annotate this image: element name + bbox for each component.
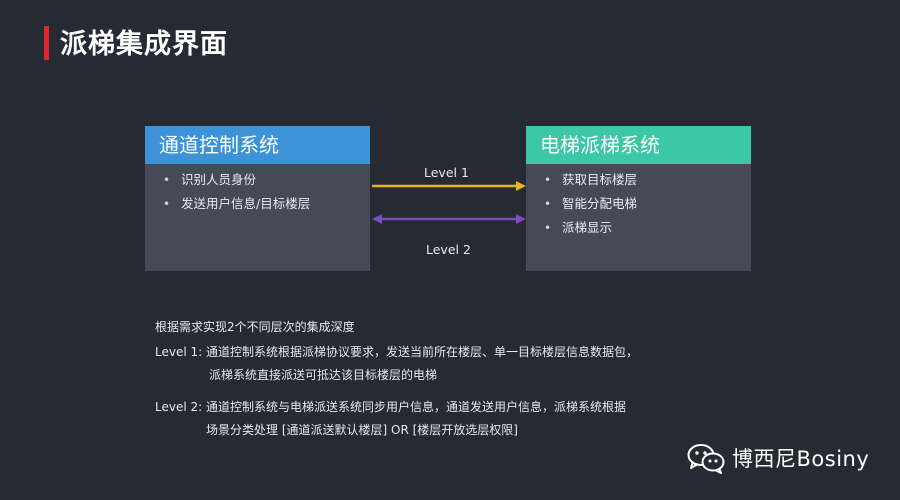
bullet-icon: • (163, 173, 171, 187)
list-item: • 智能分配电梯 (526, 192, 751, 216)
title-accent-bar (44, 26, 49, 60)
list-item-label: 智能分配电梯 (562, 196, 638, 211)
list-item-label: 派梯显示 (562, 220, 613, 235)
level2-arrowhead-left (372, 214, 382, 224)
elevator-dispatch-feature-list: • 获取目标楼层 • 智能分配电梯 • 派梯显示 (526, 164, 751, 240)
access-control-system-box: 通道控制系统 • 识别人员身份 • 发送用户信息/目标楼层 (145, 126, 370, 271)
list-item: • 获取目标楼层 (526, 168, 751, 192)
description-intro: 根据需求实现2个不同层次的集成深度 (155, 320, 355, 334)
level1-description-line1: Level 1: 通道控制系统根据派梯协议要求，发送当前所在楼层、单一目标楼层信… (155, 345, 638, 359)
level2-label: Level 2 (426, 242, 471, 257)
list-item: • 派梯显示 (526, 216, 751, 240)
list-item: • 识别人员身份 (145, 168, 370, 192)
list-item-label: 获取目标楼层 (562, 172, 638, 187)
access-control-system-title: 通道控制系统 (145, 126, 370, 164)
level1-label: Level 1 (424, 165, 469, 180)
bullet-icon: • (544, 221, 552, 235)
access-control-feature-list: • 识别人员身份 • 发送用户信息/目标楼层 (145, 164, 370, 216)
level1-arrowhead (516, 181, 526, 191)
brand-watermark: 博西尼Bosiny (686, 442, 869, 474)
brand-name: 博西尼Bosiny (732, 447, 870, 471)
bullet-icon: • (163, 197, 171, 211)
list-item-label: 发送用户信息/目标楼层 (181, 196, 311, 211)
level2-description-line2: 场景分类处理 [通道派送默认楼层] OR [楼层开放选层权限] (206, 423, 518, 437)
elevator-dispatch-system-title: 电梯派梯系统 (526, 126, 751, 164)
level1-description-line2: 派梯系统直接派送可抵达该目标楼层的电梯 (209, 368, 438, 382)
bullet-icon: • (544, 197, 552, 211)
elevator-dispatch-system-box: 电梯派梯系统 • 获取目标楼层 • 智能分配电梯 • 派梯显示 (526, 126, 751, 271)
wechat-icon (687, 444, 725, 474)
slide-title: 派梯集成界面 (60, 29, 228, 60)
list-item: • 发送用户信息/目标楼层 (145, 192, 370, 216)
list-item-label: 识别人员身份 (181, 172, 257, 187)
bullet-icon: • (544, 173, 552, 187)
level2-description-line1: Level 2: 通道控制系统与电梯派送系统同步用户信息，通道发送用户信息，派梯… (155, 400, 626, 414)
level2-arrowhead-right (516, 214, 526, 224)
